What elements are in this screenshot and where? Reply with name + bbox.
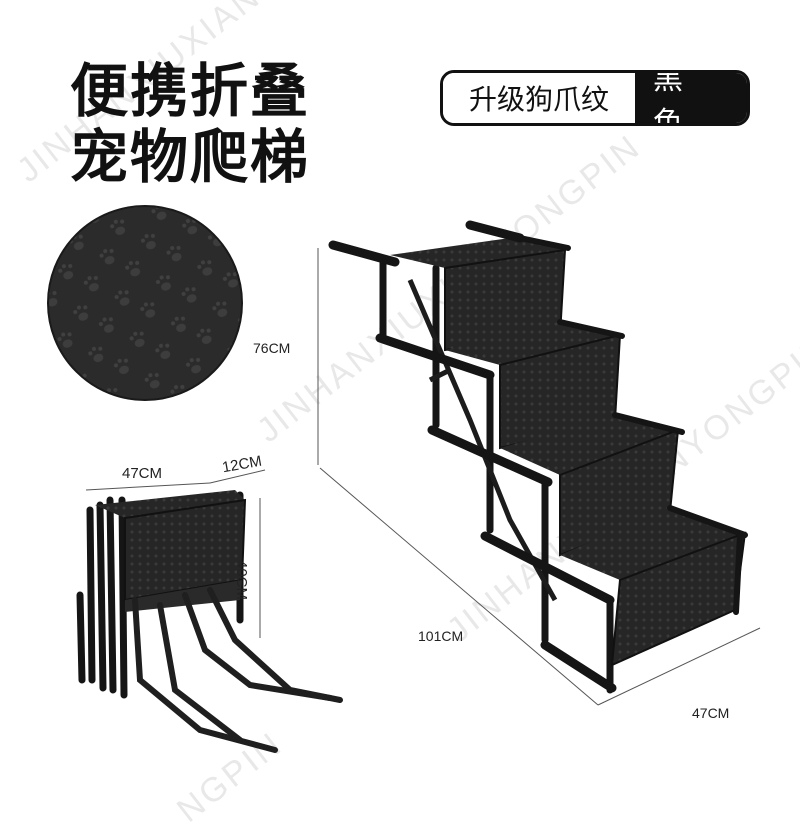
paw-texture-swatch bbox=[47, 205, 243, 401]
pet-stairs-folded bbox=[76, 490, 343, 753]
unfolded-width-label: 47CM bbox=[692, 705, 730, 721]
pet-stairs-unfolded bbox=[328, 220, 748, 694]
product-title-line-2: 宠物爬梯 bbox=[70, 123, 311, 191]
product-illustration bbox=[47, 205, 761, 753]
feature-badge: 升级狗爪纹 黑 色 bbox=[440, 70, 750, 126]
feature-label: 升级狗爪纹 bbox=[443, 73, 635, 123]
unfolded-height-label: 76CM bbox=[253, 340, 291, 356]
length-measure-line bbox=[319, 467, 599, 706]
width-measure-line bbox=[597, 627, 761, 706]
folded-measure-lines bbox=[85, 469, 266, 638]
color-label: 黑 色 bbox=[635, 73, 747, 123]
unfolded-length-label: 101CM bbox=[418, 628, 464, 644]
folded-width-label: 47CM bbox=[122, 465, 163, 482]
folded-height-label: 40CM bbox=[233, 560, 250, 601]
product-title-line-1: 便携折叠 bbox=[70, 57, 311, 125]
